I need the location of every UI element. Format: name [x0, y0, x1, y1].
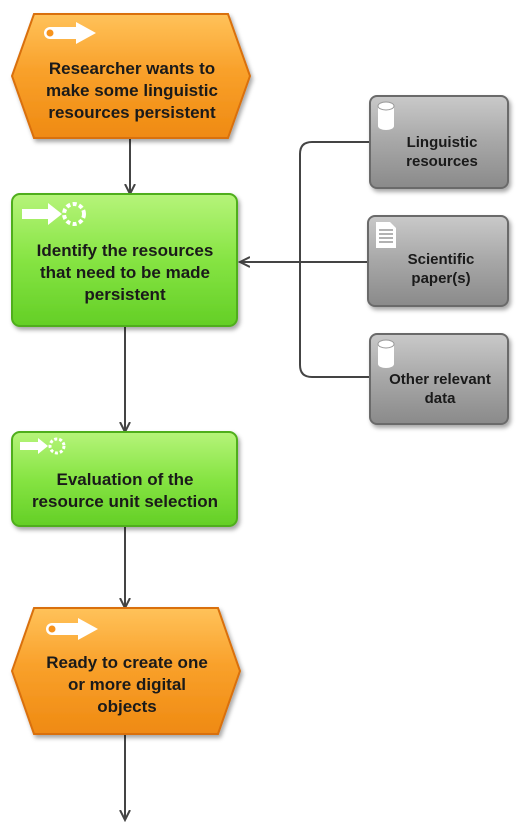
other-data-label: Other relevant data	[389, 370, 491, 408]
evaluation-function-label: Evaluation of the resource unit selectio…	[31, 469, 219, 511]
start-event[interactable]	[10, 13, 252, 139]
event-icon	[44, 22, 96, 44]
linguistic-resources-label: Linguistic resources	[406, 133, 478, 171]
identify-function[interactable]	[11, 193, 238, 327]
linguistic-resources-data[interactable]	[369, 95, 509, 189]
event-icon	[46, 618, 98, 640]
connector-linguistic-resources	[299, 141, 370, 262]
scientific-papers-label: Scientific paper(s)	[407, 250, 475, 288]
ready-event[interactable]	[10, 607, 242, 735]
identify-function-label: Identify the resources that need to be m…	[36, 240, 214, 305]
ready-event-label: Ready to create one or more digital obje…	[46, 652, 208, 717]
function-icon	[22, 202, 86, 226]
database-icon	[377, 339, 395, 368]
document-icon	[376, 222, 396, 248]
other-data-data[interactable]	[369, 333, 509, 425]
scientific-papers-data[interactable]	[367, 215, 509, 307]
connectors	[125, 138, 370, 820]
connector-other-data	[299, 262, 370, 378]
function-icon	[20, 437, 66, 455]
evaluation-function[interactable]	[11, 431, 238, 527]
start-event-label: Researcher wants to make some linguistic…	[46, 58, 218, 123]
database-icon	[377, 101, 395, 130]
